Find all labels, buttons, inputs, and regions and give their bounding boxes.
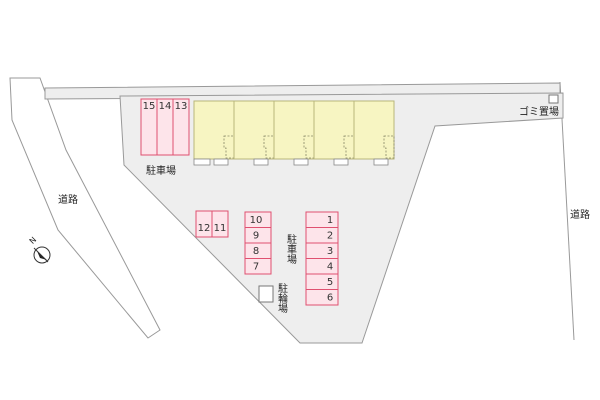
parking-stall-2-number: 2 xyxy=(327,231,333,242)
parking-stall-5 xyxy=(305,273,339,290)
parking-top-label: 駐車場 xyxy=(146,162,176,177)
parking-group-column-right: 1 2 3 4 5 6 xyxy=(305,211,339,306)
garbage-label: ゴミ置場 xyxy=(519,103,559,118)
building-body xyxy=(193,100,395,160)
unit-door xyxy=(193,158,211,166)
parking-stall-3 xyxy=(305,242,339,259)
parking-mid-text: 駐車場 xyxy=(284,234,296,264)
parking-top-text: 駐車場 xyxy=(146,166,176,177)
road-left-label: 道路 xyxy=(58,195,78,206)
parking-stall-1-number: 1 xyxy=(327,215,333,226)
parking-stall-8-number: 8 xyxy=(253,246,259,257)
unit-door xyxy=(253,158,269,166)
parking-stall-6-number: 6 xyxy=(327,293,333,304)
parking-stall-11-number: 11 xyxy=(214,223,227,234)
bicycle-label: 駐輪場 xyxy=(275,283,287,313)
road-right-text: 道路 xyxy=(570,210,590,221)
road-right-label: 道路 xyxy=(570,206,590,221)
bicycle-text: 駐輪場 xyxy=(275,283,287,313)
unit-door xyxy=(373,158,389,166)
unit-entrance xyxy=(383,135,395,159)
compass-icon xyxy=(33,246,51,264)
building xyxy=(193,100,395,166)
unit-entrance xyxy=(303,135,315,159)
unit-door xyxy=(293,158,309,166)
parking-stall-6 xyxy=(305,289,339,306)
garbage-icon xyxy=(548,94,559,104)
parking-group-column-left: 10 9 8 7 xyxy=(244,211,272,275)
parking-stall-4-number: 4 xyxy=(327,262,333,273)
unit-entrance xyxy=(263,135,275,159)
road-left-text: 道路 xyxy=(58,195,78,206)
parking-stall-5-number: 5 xyxy=(327,277,333,288)
unit-entrance xyxy=(223,135,235,159)
parking-stall-14-number: 14 xyxy=(159,101,172,112)
garbage-text: ゴミ置場 xyxy=(519,107,559,118)
unit-entrance xyxy=(343,135,355,159)
parking-stall-2 xyxy=(305,227,339,244)
parking-stall-4 xyxy=(305,258,339,275)
parking-stall-9-number: 9 xyxy=(253,231,259,242)
parking-mid-label: 駐車場 xyxy=(284,234,296,264)
parking-stall-3-number: 3 xyxy=(327,246,333,257)
unit-door xyxy=(333,158,349,166)
parking-stall-7-number: 7 xyxy=(253,262,259,273)
parking-stall-15-number: 15 xyxy=(143,101,156,112)
left-road xyxy=(9,77,161,339)
parking-stall-12-number: 12 xyxy=(198,223,211,234)
parking-stall-7 xyxy=(244,258,272,275)
right-road-edge xyxy=(559,81,575,341)
unit-door xyxy=(213,158,229,166)
parking-stall-13 xyxy=(172,98,190,156)
parking-stall-13-number: 13 xyxy=(175,101,188,112)
bicycle-parking-icon xyxy=(258,285,274,303)
parking-stall-11 xyxy=(211,210,229,238)
parking-stall-1 xyxy=(305,211,339,228)
parking-stall-10-number: 10 xyxy=(250,215,263,226)
